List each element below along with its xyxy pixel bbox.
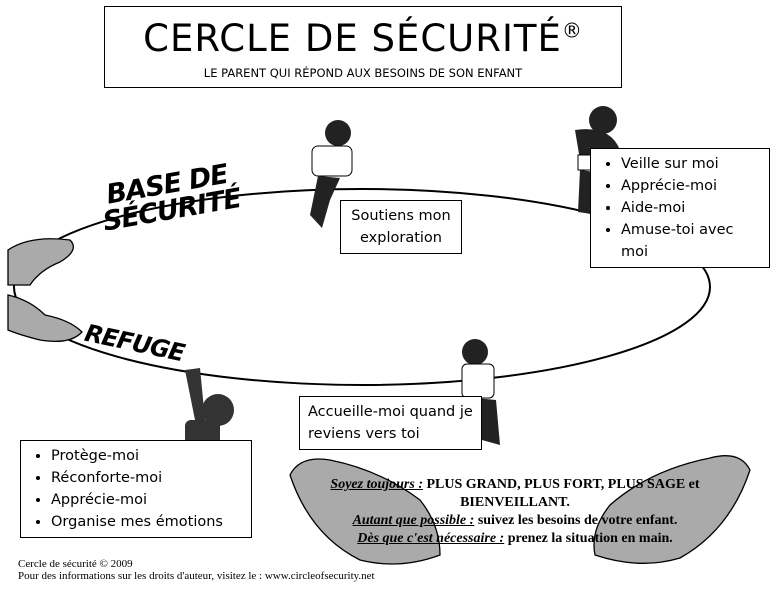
list-item: Apprécie-moi: [51, 489, 243, 511]
title-box: CERCLE DE SÉCURITÉ® LE PARENT QUI RÉPOND…: [104, 6, 622, 88]
subtitle: LE PARENT QUI RÉPOND AUX BESOINS DE SON …: [203, 66, 523, 80]
hands-left-icon: [7, 238, 83, 343]
security-circle: [13, 188, 711, 386]
list-item: Réconforte-moi: [51, 467, 243, 489]
needs-refuge-box: Protège-moi Réconforte-moi Apprécie-moi …: [20, 440, 252, 538]
needs-exploration-box: Veille sur moi Apprécie-moi Aide-moi Amu…: [590, 148, 770, 268]
list-item: Organise mes émotions: [51, 511, 243, 533]
page-title: CERCLE DE SÉCURITÉ®: [143, 17, 583, 60]
child-returning-icon: [461, 339, 500, 445]
hands-bottom-icon: [289, 455, 751, 565]
parent-advice: Soyez toujours : PLUS GRAND, PLUS FORT, …: [330, 477, 700, 546]
child-running-top-icon: [310, 120, 353, 228]
list-item: Protège-moi: [51, 445, 243, 467]
list-item: Veille sur moi: [621, 153, 761, 175]
list-item: Amuse-toi avec moi: [621, 219, 761, 263]
list-item: Apprécie-moi: [621, 175, 761, 197]
list-item: Aide-moi: [621, 197, 761, 219]
